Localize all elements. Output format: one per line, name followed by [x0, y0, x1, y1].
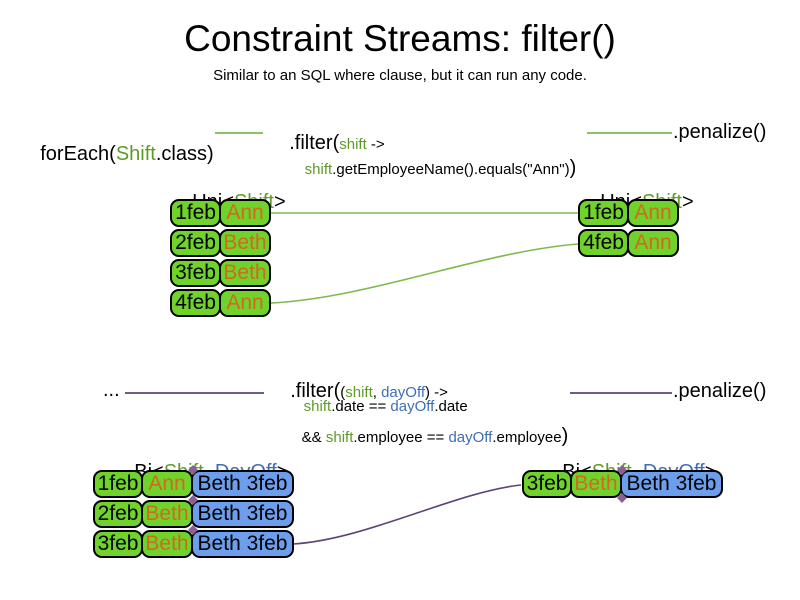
table-row: 2feb Beth: [170, 229, 271, 257]
dayoff-cell: Beth 3feb: [191, 530, 294, 558]
table-row: 4feb Ann: [578, 229, 679, 257]
dayoff-cell: Beth 3feb: [620, 470, 723, 498]
code-token: .date: [434, 397, 468, 415]
code-token-filter-call: .filter(: [289, 132, 340, 154]
shift-date-cell: 3feb: [522, 470, 572, 498]
code-token: .date ==: [331, 397, 391, 415]
code-token-shift-class: Shift: [115, 143, 156, 165]
penalize-top: .penalize(): [673, 121, 767, 143]
code-token: &&: [301, 428, 326, 446]
type-token: >: [273, 191, 286, 213]
filter-bottom-line1: .filter((shift, dayOff) ->: [268, 358, 448, 424]
bi-filtered-table: 3feb Beth Beth 3feb: [522, 470, 723, 500]
table-row: 1feb Ann Beth 3feb: [93, 470, 294, 498]
table-row: 2feb Beth Beth 3feb: [93, 500, 294, 528]
code-token: .class): [155, 143, 214, 165]
penalize-bottom: .penalize(): [673, 380, 767, 402]
shift-employee-cell: Beth: [141, 500, 193, 528]
shift-date-cell: 2feb: [170, 229, 221, 257]
source-ellipsis: ...: [103, 379, 120, 401]
dayoff-cell: Beth 3feb: [191, 470, 294, 498]
code-token-shift-var: shift: [339, 136, 367, 153]
code-token-dayoff-var: dayOff: [390, 397, 435, 415]
code-token-filter-call: .filter(: [290, 380, 341, 402]
foreach-expression: forEach(Shift.class): [18, 121, 214, 187]
uni-filtered-table: 1feb Ann 4feb Ann: [578, 199, 679, 259]
table-row: 3feb Beth: [170, 259, 271, 287]
bi-source-table: 1feb Ann Beth 3feb 2feb Beth Beth 3feb 3…: [93, 470, 294, 560]
type-token: >: [681, 191, 694, 213]
shift-date-cell: 1feb: [578, 199, 629, 227]
code-token-shift-var: shift: [345, 384, 373, 401]
filter-bottom-line3: && shift.employee == dayOff.employee): [285, 408, 569, 463]
code-token-shift-var: shift: [304, 160, 333, 178]
code-token-close-paren: ): [561, 424, 569, 447]
code-token-shift-var: shift: [303, 397, 332, 415]
shift-employee-cell: Beth: [141, 530, 193, 558]
table-row: 1feb Ann: [170, 199, 271, 227]
code-token-shift-var: shift: [325, 428, 354, 446]
table-row: 4feb Ann: [170, 289, 271, 317]
filter-top-line1: .filter(shift ->: [267, 110, 385, 176]
shift-employee-cell: Ann: [141, 470, 193, 498]
slide-title: Constraint Streams: filter(): [184, 18, 616, 59]
shift-employee-cell: Ann: [219, 199, 271, 227]
code-token: .employee: [492, 428, 562, 446]
shift-employee-cell: Ann: [219, 289, 271, 317]
shift-employee-cell: Beth: [219, 229, 271, 257]
code-token: ,: [372, 384, 382, 401]
shift-date-cell: 2feb: [93, 500, 143, 528]
shift-employee-cell: Beth: [570, 470, 622, 498]
shift-employee-cell: Beth: [219, 259, 271, 287]
code-token-arrow: ) ->: [425, 384, 448, 401]
shift-employee-cell: Ann: [627, 199, 679, 227]
shift-date-cell: 3feb: [93, 530, 143, 558]
table-row: 3feb Beth Beth 3feb: [522, 470, 723, 498]
shift-date-cell: 4feb: [170, 289, 221, 317]
code-token: forEach(: [40, 143, 116, 165]
curve-3feb-match: [292, 484, 522, 545]
code-token-dayoff-var: dayOff: [381, 384, 426, 401]
shift-date-cell: 4feb: [578, 229, 629, 257]
shift-employee-cell: Ann: [627, 229, 679, 257]
code-token: (: [340, 384, 346, 401]
code-token: .employee ==: [353, 428, 449, 446]
code-token-dayoff-var: dayOff: [448, 428, 493, 446]
dayoff-cell: Beth 3feb: [191, 500, 294, 528]
shift-date-cell: 1feb: [170, 199, 221, 227]
curve-4feb-match: [270, 243, 579, 304]
shift-date-cell: 1feb: [93, 470, 143, 498]
code-token: .getEmployeeName().equals("Ann"): [332, 160, 570, 178]
code-token-close-paren: ): [569, 156, 577, 179]
table-row: 1feb Ann: [578, 199, 679, 227]
filter-bottom-line2: shift.date == dayOff.date: [287, 382, 468, 432]
filter-top-line2: shift.getEmployeeName().equals("Ann")): [288, 140, 577, 195]
slide-subtitle: Similar to an SQL where clause, but it c…: [213, 67, 587, 84]
shift-date-cell: 3feb: [170, 259, 221, 287]
table-row: 3feb Beth Beth 3feb: [93, 530, 294, 558]
uni-source-table: 1feb Ann 2feb Beth 3feb Beth 4feb Ann: [170, 199, 271, 319]
code-token-arrow: ->: [366, 136, 385, 153]
